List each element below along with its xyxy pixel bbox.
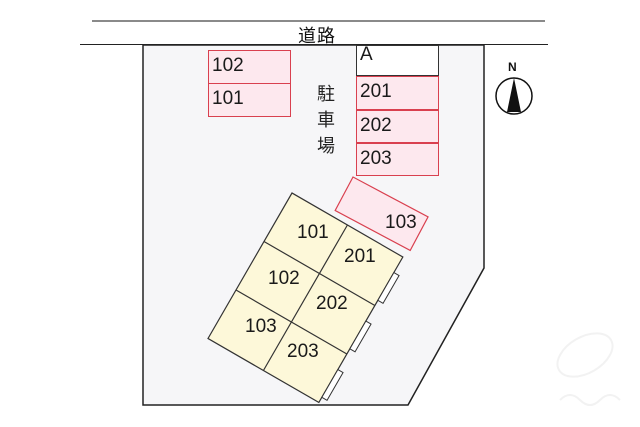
parking-slot-102: 102	[208, 50, 291, 84]
parking-slot-101: 101	[208, 83, 291, 117]
parking-slot-a: A	[356, 45, 439, 76]
parking-slot-103-label: 103	[385, 212, 417, 233]
unit-201: 201	[344, 246, 376, 267]
parking-slot-angled	[334, 176, 429, 252]
unit-101: 101	[297, 222, 329, 243]
parking-label: 駐 車 場	[316, 82, 336, 160]
building	[207, 192, 404, 404]
unit-102: 102	[268, 268, 300, 289]
compass-label: N	[508, 60, 517, 74]
parking-label-char: 場	[317, 136, 335, 157]
compass-icon	[495, 77, 533, 115]
parking-label-char: 駐	[317, 84, 335, 105]
road-label: 道路	[298, 26, 336, 47]
road-top-line	[92, 20, 545, 22]
parking-slot-202: 202	[356, 110, 439, 143]
unit-203: 203	[287, 341, 319, 362]
parking-label-char: 車	[317, 110, 335, 131]
parking-slot-203: 203	[356, 143, 439, 176]
unit-202: 202	[316, 293, 348, 314]
watermark-logo-icon	[556, 332, 621, 406]
parking-slot-201: 201	[356, 76, 439, 110]
unit-103: 103	[245, 316, 277, 337]
